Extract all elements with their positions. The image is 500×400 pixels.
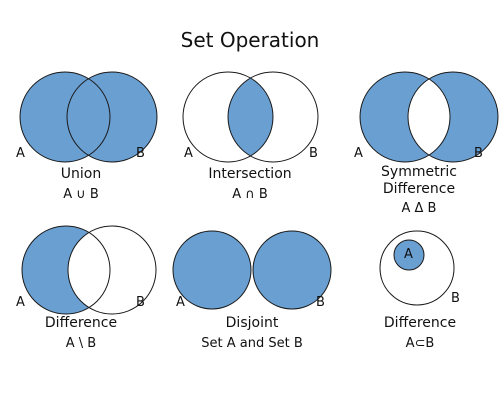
subset-circle-a	[394, 240, 424, 270]
disjoint-caption: Disjoint	[225, 315, 279, 331]
subset-symbol: A⊂B	[405, 336, 435, 351]
union-label-b: B	[136, 146, 145, 161]
intersection-venn	[182, 71, 319, 163]
union-label-a: A	[16, 146, 25, 161]
union-caption: Union	[60, 166, 102, 182]
intersection-symbol: A ∩ B	[232, 187, 268, 202]
difference-label-b: B	[136, 295, 145, 310]
symmetric-difference-venn	[359, 71, 499, 163]
disjoint-symbol: Set A and Set B	[201, 336, 303, 351]
subset-label-a: A	[404, 247, 413, 262]
symmetric-difference-label-b: B	[474, 146, 483, 161]
difference-venn	[21, 225, 157, 315]
symmetric-difference-symbol: A Δ B	[401, 201, 437, 216]
subset-label-b: B	[451, 291, 460, 306]
diagram-title: Set Operation	[180, 28, 320, 52]
intersection-caption: Intersection	[208, 166, 292, 182]
symmetric-difference-caption: Symmetric Difference	[349, 164, 489, 198]
intersection-region	[228, 72, 273, 162]
disjoint-circle-b	[253, 231, 331, 309]
difference-symbol: A \ B	[65, 336, 97, 351]
subset-caption: Difference	[383, 315, 457, 331]
union-symbol: A ∪ B	[63, 187, 99, 202]
subset-venn	[379, 230, 455, 306]
disjoint-venn	[172, 230, 332, 310]
symmetric-difference-label-a: A	[354, 146, 363, 161]
intersection-label-a: A	[184, 146, 193, 161]
disjoint-circle-a	[173, 231, 251, 309]
symmetric-difference-region	[360, 72, 498, 162]
symmetric-difference-caption-line2: Difference	[382, 181, 456, 197]
intersection-label-b: B	[309, 146, 318, 161]
disjoint-label-b: B	[316, 295, 325, 310]
disjoint-label-a: A	[176, 295, 185, 310]
symmetric-difference-caption-line1: Symmetric	[381, 164, 457, 180]
difference-caption: Difference	[44, 315, 118, 331]
difference-label-a: A	[16, 295, 25, 310]
union-venn	[19, 71, 158, 163]
union-circle-b	[67, 72, 157, 162]
